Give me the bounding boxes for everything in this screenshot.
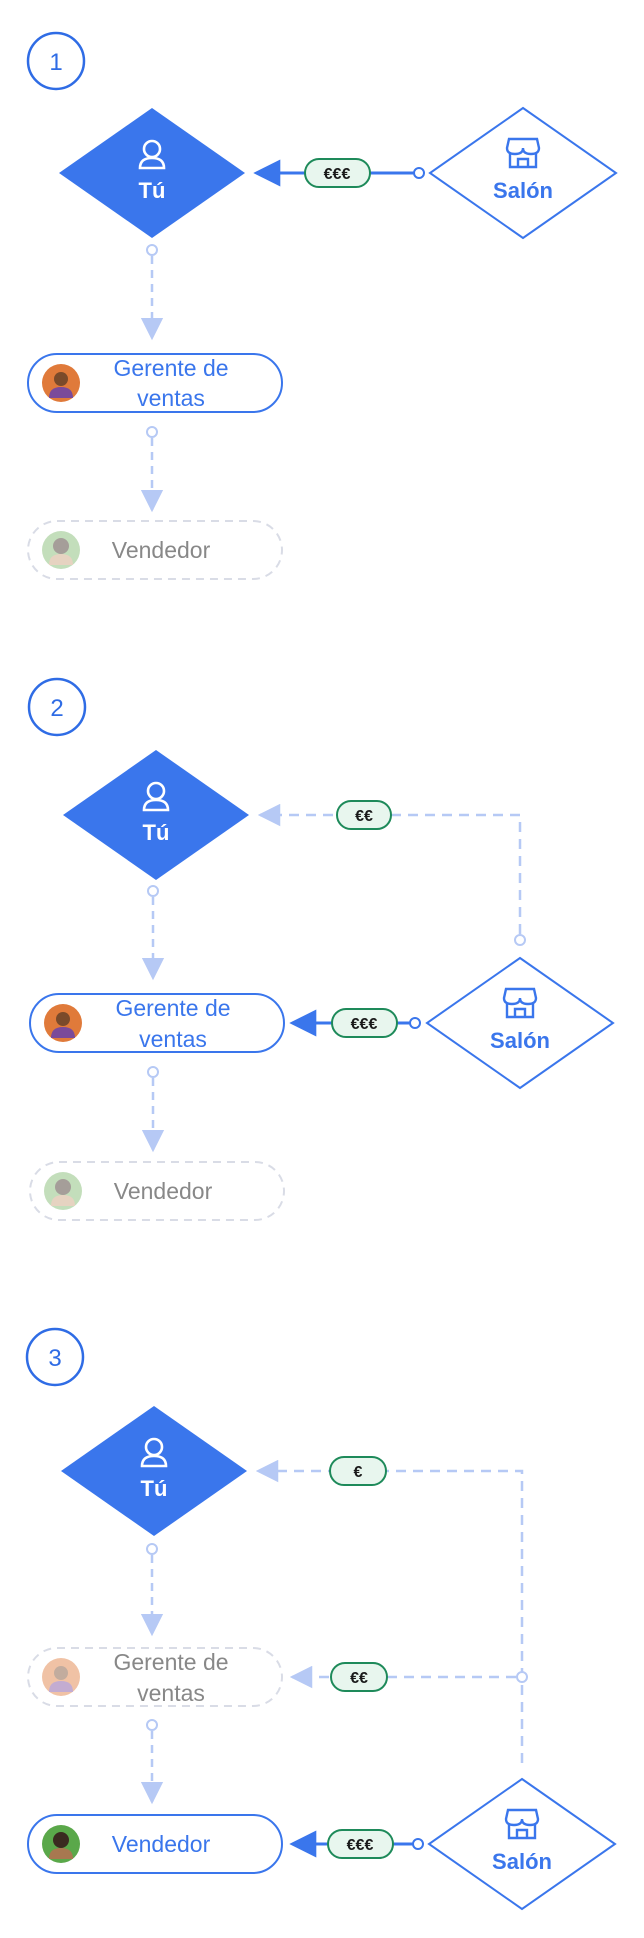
- money-label: €: [354, 1464, 363, 1481]
- manager-label-line1: Gerente de: [113, 1649, 228, 1675]
- seller-node: Vendedor: [29, 1161, 285, 1221]
- money-label: €€€: [347, 1837, 374, 1854]
- seller-label: Vendedor: [114, 1178, 213, 1204]
- manager-label-line2: ventas: [137, 385, 205, 411]
- avatar: [42, 364, 80, 402]
- store-node: Salón: [428, 106, 618, 240]
- user-icon: [140, 1437, 168, 1468]
- avatar: [42, 1825, 80, 1863]
- seller-node: Vendedor: [27, 1814, 283, 1874]
- manager-node: Gerente de ventas: [27, 1647, 283, 1707]
- money-label: €€: [350, 1670, 368, 1687]
- you-label: Tú: [139, 178, 166, 203]
- money-label: €€€: [351, 1016, 378, 1033]
- hierarchy-connector: [141, 885, 165, 981]
- store-node: Salón: [427, 1777, 617, 1911]
- seller-label: Vendedor: [112, 1831, 211, 1857]
- step-number-badge: 1: [26, 31, 86, 91]
- avatar: [42, 531, 80, 569]
- you-node: Tú: [63, 750, 249, 880]
- hierarchy-connector: [140, 1543, 164, 1637]
- avatar: [44, 1004, 82, 1042]
- seller-label: Vendedor: [112, 537, 211, 563]
- hierarchy-connector: [141, 1066, 165, 1153]
- panel-3: 3 Tú € €€: [25, 1327, 617, 1911]
- money-flow-to-manager: €€: [289, 1662, 528, 1692]
- store-label: Salón: [492, 1849, 552, 1874]
- money-flow-to-seller: €€€: [289, 1829, 424, 1859]
- manager-node: Gerente de ventas: [27, 353, 283, 413]
- user-icon: [142, 781, 170, 812]
- you-node: Tú: [59, 108, 245, 238]
- you-label: Tú: [143, 820, 170, 845]
- step-number: 1: [49, 49, 62, 76]
- money-flow-to-manager: €€€: [289, 1008, 421, 1038]
- user-icon: [138, 139, 166, 170]
- hierarchy-connector: [140, 244, 164, 341]
- money-flow-to-you: €€€: [253, 158, 425, 188]
- manager-label-line2: ventas: [137, 1680, 205, 1706]
- hierarchy-connector: [140, 1719, 164, 1805]
- store-label: Salón: [493, 178, 553, 203]
- manager-label-line1: Gerente de: [113, 355, 228, 381]
- money-flow-to-you: €€: [257, 800, 526, 946]
- store-node: Salón: [425, 956, 615, 1090]
- money-flow-to-you: €: [255, 1456, 524, 1763]
- money-label: €€: [355, 808, 373, 825]
- manager-label-line2: ventas: [139, 1026, 207, 1052]
- avatar: [42, 1658, 80, 1696]
- panel-2: 2 Tú €€ Salón: [27, 677, 615, 1221]
- money-label: €€€: [324, 166, 351, 183]
- step-number: 3: [48, 1345, 61, 1372]
- store-icon: [504, 1808, 540, 1840]
- manager-node: Gerente de ventas: [29, 993, 285, 1053]
- you-node: Tú: [61, 1406, 247, 1536]
- step-number: 2: [50, 695, 63, 722]
- step-number-badge: 3: [25, 1327, 85, 1387]
- avatar: [44, 1172, 82, 1210]
- panel-1: 1 Tú Salón €€€: [26, 31, 618, 580]
- step-number-badge: 2: [27, 677, 87, 737]
- you-label: Tú: [141, 1476, 168, 1501]
- manager-label-line1: Gerente de: [115, 995, 230, 1021]
- store-label: Salón: [490, 1028, 550, 1053]
- seller-node: Vendedor: [27, 520, 283, 580]
- store-icon: [505, 137, 541, 169]
- store-icon: [502, 987, 538, 1019]
- hierarchy-connector: [140, 426, 164, 513]
